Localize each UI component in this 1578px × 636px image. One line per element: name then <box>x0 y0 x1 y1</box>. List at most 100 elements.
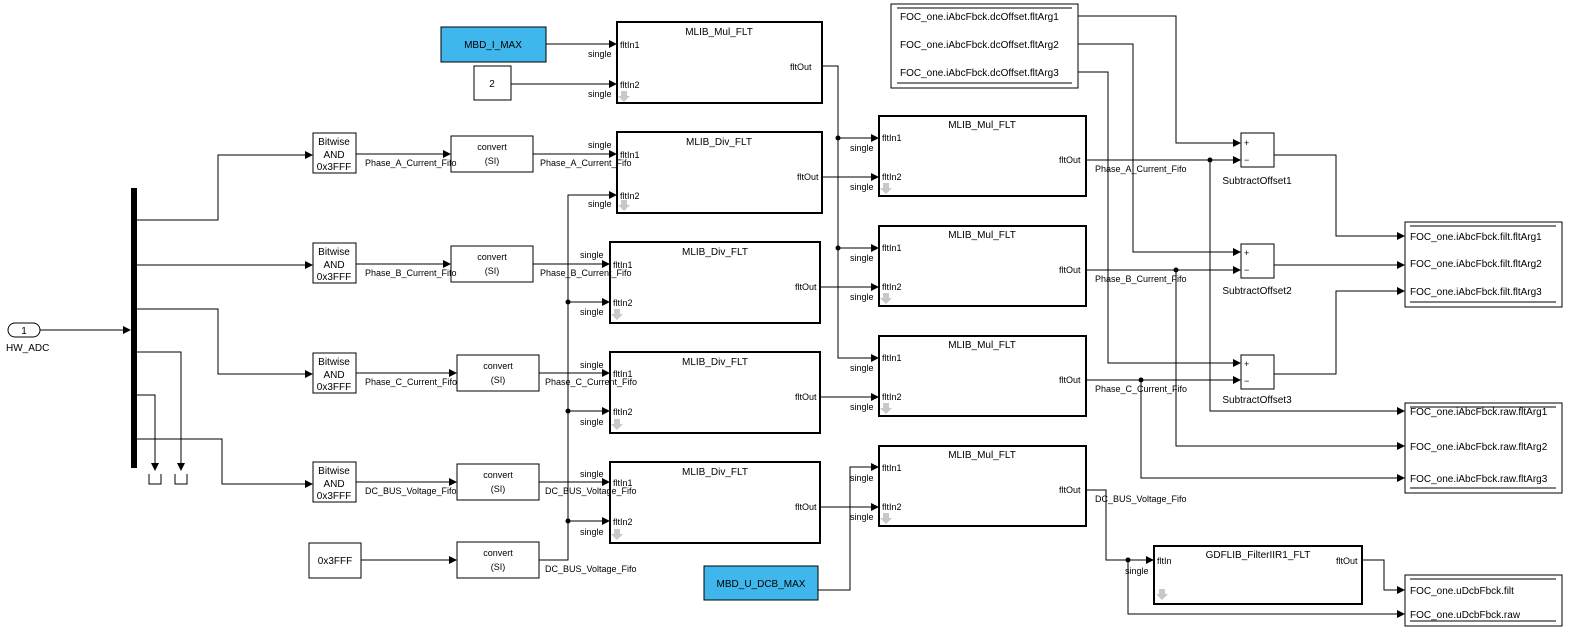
block-text: MBD_I_MAX <box>464 40 522 51</box>
port-label: fltOut <box>1059 485 1081 495</box>
udc-bus-sink[interactable]: FOC_one.uDcbFbck.filt FOC_one.uDcbFbck.r… <box>1404 574 1563 627</box>
port-label: fltIn2 <box>882 502 902 512</box>
block-text: Bitwise <box>318 357 350 368</box>
terminator-icon <box>148 474 162 485</box>
block-text: (SI) <box>491 375 506 385</box>
constant-u-dcb-max[interactable]: MBD_U_DCB_MAX <box>703 565 819 601</box>
port-type: single <box>580 307 604 317</box>
bus-selector[interactable] <box>131 188 137 468</box>
bus-element: FOC_one.uDcbFbck.raw <box>1410 610 1521 621</box>
block-text: (SI) <box>491 562 506 572</box>
filt-bus-sink[interactable]: FOC_one.iAbcFbck.filt.fltArg1 FOC_one.iA… <box>1404 221 1563 308</box>
block-text: AND <box>323 370 344 381</box>
signal-label: DC_BUS_Voltage_Fifo <box>545 486 637 496</box>
block-title: MLIB_Mul_FLT <box>948 340 1016 351</box>
bitwise-and-c[interactable]: Bitwise AND 0x3FFF <box>312 352 357 394</box>
bitwise-and-dc[interactable]: Bitwise AND 0x3FFF <box>312 461 357 503</box>
port-label: fltIn2 <box>620 191 640 201</box>
port-label: fltIn2 <box>613 407 633 417</box>
block-text: convert <box>477 252 507 262</box>
mlib-mul-flt-c[interactable]: MLIB_Mul_FLT fltIn1 fltIn2 fltOut single… <box>850 335 1087 417</box>
subtract-offset-2[interactable]: + − SubtractOffset2 <box>1222 243 1292 297</box>
mlib-div-flt-c[interactable]: MLIB_Div_FLT fltIn1 fltIn2 fltOut single… <box>580 351 821 434</box>
port-label: fltOut <box>1059 265 1081 275</box>
port-type: single <box>850 292 874 302</box>
sign: − <box>1244 376 1249 386</box>
mlib-mul-flt-b[interactable]: MLIB_Mul_FLT fltIn1 fltIn2 fltOut single… <box>850 225 1087 307</box>
mlib-div-flt-a[interactable]: MLIB_Div_FLT fltIn1 fltIn2 fltOut single… <box>588 131 823 214</box>
block-text: Bitwise <box>318 247 350 258</box>
block-text: 0x3FFF <box>317 272 351 283</box>
sign: + <box>1244 359 1249 369</box>
subtract-offset-3[interactable]: + − SubtractOffset3 <box>1222 354 1292 406</box>
block-text: convert <box>483 548 513 558</box>
port-label: fltIn1 <box>613 260 633 270</box>
sign: + <box>1244 248 1249 258</box>
constant-i-max[interactable]: MBD_I_MAX <box>440 26 547 63</box>
port-label: fltIn1 <box>882 243 902 253</box>
arrow-down-icon <box>611 529 623 540</box>
bus-element: FOC_one.iAbcFbck.raw.fltArg2 <box>1410 442 1548 453</box>
convert-c[interactable]: convert (SI) <box>456 354 540 392</box>
sign: − <box>1244 265 1249 275</box>
bus-element: FOC_one.iAbcFbck.dcOffset.fltArg3 <box>900 68 1059 79</box>
bus-element: FOC_one.iAbcFbck.raw.fltArg3 <box>1410 474 1548 485</box>
block-text: Bitwise <box>318 137 350 148</box>
block-title: MLIB_Div_FLT <box>682 247 748 258</box>
mlib-div-flt-dc[interactable]: MLIB_Div_FLT fltIn1 fltIn2 fltOut single… <box>580 461 821 544</box>
port-type: single <box>588 140 612 150</box>
port-label: fltOut <box>797 172 819 182</box>
block-label: SubtractOffset3 <box>1222 395 1292 406</box>
block-text: (SI) <box>485 266 500 276</box>
block-text: (SI) <box>485 156 500 166</box>
sign: − <box>1244 155 1249 165</box>
bitwise-and-a[interactable]: Bitwise AND 0x3FFF <box>312 132 357 174</box>
block-text: Bitwise <box>318 466 350 477</box>
mlib-mul-flt-dc[interactable]: MLIB_Mul_FLT fltIn1 fltIn2 fltOut single… <box>850 445 1087 527</box>
block-text: 2 <box>489 79 495 90</box>
constant-mask[interactable]: 0x3FFF <box>308 542 362 579</box>
block-text: AND <box>323 150 344 161</box>
block-text: MBD_U_DCB_MAX <box>717 579 806 590</box>
bus-element: FOC_one.iAbcFbck.dcOffset.fltArg1 <box>900 12 1059 23</box>
block-title: MLIB_Mul_FLT <box>948 120 1016 131</box>
convert-dc[interactable]: convert (SI) <box>456 463 540 501</box>
mlib-mul-flt-top[interactable]: MLIB_Mul_FLT fltIn1 fltIn2 fltOut single… <box>588 21 823 104</box>
arrow-down-icon <box>1156 589 1168 600</box>
port-type: single <box>580 250 604 260</box>
block-title: GDFLIB_FilterIIR1_FLT <box>1206 550 1311 561</box>
convert-b[interactable]: convert (SI) <box>450 245 534 283</box>
port-label: fltOut <box>795 282 817 292</box>
subtract-offset-1[interactable]: + − SubtractOffset1 <box>1222 132 1292 187</box>
dc-offset-bus-source[interactable]: FOC_one.iAbcFbck.dcOffset.fltArg1 FOC_on… <box>890 3 1079 89</box>
port-label: fltIn1 <box>882 463 902 473</box>
block-text: (SI) <box>491 484 506 494</box>
port-type: single <box>580 469 604 479</box>
inport-hw-adc[interactable]: 1 HW_ADC <box>6 322 49 354</box>
mlib-div-flt-b[interactable]: MLIB_Div_FLT fltIn1 fltIn2 fltOut single… <box>580 241 821 324</box>
port-label: fltIn <box>1157 556 1172 566</box>
signal-labels: Phase_A_Current_Fifo Phase_B_Current_Fif… <box>365 158 1187 574</box>
signal-lines <box>40 15 1405 618</box>
bus-element: FOC_one.iAbcFbck.raw.fltArg1 <box>1410 407 1548 418</box>
mlib-mul-flt-a[interactable]: MLIB_Mul_FLT fltIn1 fltIn2 fltOut single… <box>850 115 1087 197</box>
signal-label: Phase_A_Current_Fifo <box>1095 164 1187 174</box>
port-type: single <box>850 512 874 522</box>
arrow-down-icon <box>880 183 892 194</box>
port-label: fltOut <box>795 392 817 402</box>
arrow-down-icon <box>618 91 630 102</box>
convert-mask[interactable]: convert (SI) <box>456 541 540 579</box>
gdflib-filteriir1-flt[interactable]: GDFLIB_FilterIIR1_FLT fltIn fltOut singl… <box>1125 545 1363 605</box>
constant-two[interactable]: 2 <box>473 65 512 101</box>
raw-bus-sink[interactable]: FOC_one.iAbcFbck.raw.fltArg1 FOC_one.iAb… <box>1404 402 1563 494</box>
signal-label: Phase_C_Current_Fifo <box>365 377 457 387</box>
signal-label: Phase_A_Current_Fifo <box>365 158 457 168</box>
block-title: MLIB_Mul_FLT <box>948 230 1016 241</box>
bus-element: FOC_one.uDcbFbck.filt <box>1410 586 1514 597</box>
convert-a[interactable]: convert (SI) <box>450 135 534 173</box>
port-type: single <box>850 363 874 373</box>
bitwise-and-b[interactable]: Bitwise AND 0x3FFF <box>312 242 357 284</box>
block-text: convert <box>483 361 513 371</box>
port-label: fltIn1 <box>613 369 633 379</box>
inport-label: HW_ADC <box>6 343 49 354</box>
